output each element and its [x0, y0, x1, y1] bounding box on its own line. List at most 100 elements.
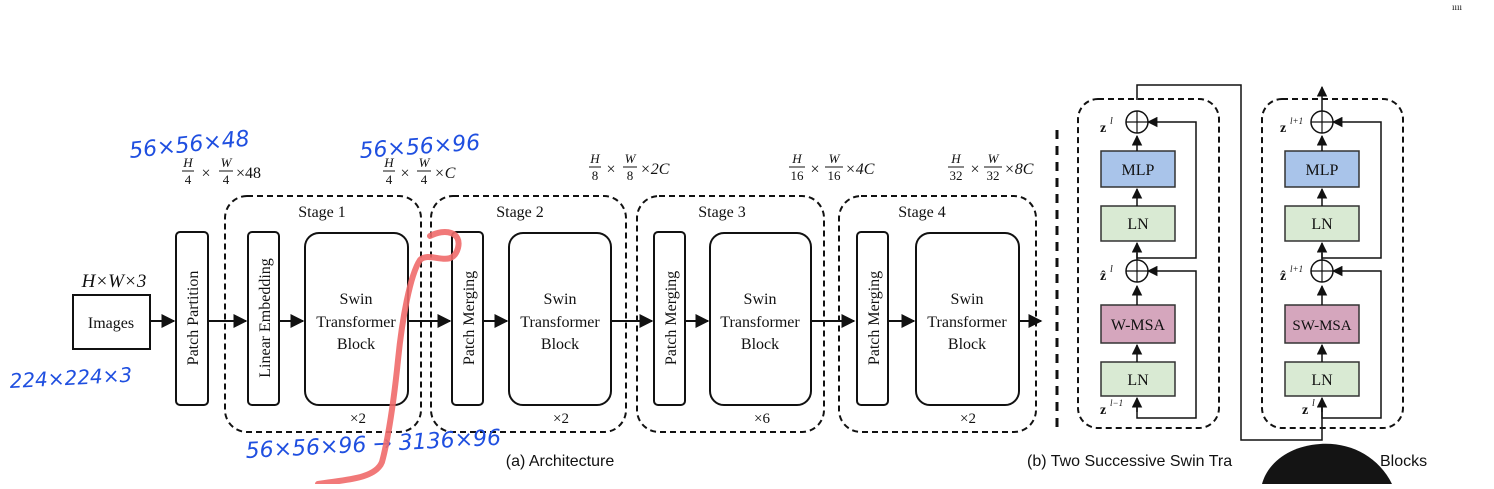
- svg-text:Swin: Swin: [544, 291, 577, 308]
- svg-text:Block: Block: [541, 336, 579, 353]
- svg-text:16: 16: [791, 168, 805, 183]
- partition-dims: H 4 × W 4 ×48: [182, 155, 261, 187]
- swin-block-2: LN SW-MSA LN MLP z l+1 ẑ l+1 z l: [1261, 85, 1404, 429]
- stage1-swin-block: [304, 232, 409, 406]
- stage3-swin-block: [709, 232, 812, 406]
- stage4-patch-merging-label: Patch Merging: [866, 271, 883, 365]
- svg-text:l: l: [1110, 116, 1113, 127]
- stage2-swin-block: [508, 232, 612, 406]
- svg-text:W: W: [625, 151, 637, 166]
- linear-embedding-label: Linear Embedding: [257, 258, 274, 378]
- svg-text:32: 32: [950, 168, 963, 183]
- svg-text:z: z: [1280, 121, 1286, 136]
- partition-dims-num1: H: [182, 155, 193, 170]
- svg-text:×: ×: [810, 161, 819, 178]
- svg-text:MLP: MLP: [1122, 162, 1155, 179]
- watermark-mark: ıııı: [1452, 2, 1463, 12]
- stage4-repeat: ×2: [960, 411, 976, 427]
- architecture-caption: (a) Architecture: [506, 453, 615, 470]
- svg-text:Swin: Swin: [951, 291, 984, 308]
- svg-text:8: 8: [592, 168, 599, 183]
- svg-text:W: W: [988, 151, 1000, 166]
- stage2-frame: [430, 195, 627, 433]
- stage1-swin-line1: Swin: [340, 291, 373, 308]
- svg-text:ẑ: ẑ: [1100, 269, 1106, 284]
- patch-partition-box: [175, 231, 209, 406]
- images-box: [72, 294, 151, 350]
- svg-text:ẑ: ẑ: [1280, 269, 1286, 284]
- block1-wmsa: [1100, 304, 1176, 344]
- presenter-silhouette: [1262, 443, 1392, 484]
- svg-text:l+1: l+1: [1290, 264, 1303, 274]
- stage2-dims: H 8 × W 8 ×2C: [589, 151, 670, 183]
- svg-text:W: W: [829, 151, 841, 166]
- partition-dims-den2: 4: [223, 172, 230, 187]
- svg-text:z: z: [1302, 403, 1308, 418]
- svg-text:4: 4: [386, 172, 393, 187]
- block-link-line: [1136, 84, 1323, 441]
- svg-text:4: 4: [421, 172, 428, 187]
- svg-text:32: 32: [987, 168, 1000, 183]
- stage1-title: Stage 1: [298, 204, 346, 221]
- svg-text:×: ×: [970, 161, 979, 178]
- stage1-frame: [224, 195, 422, 433]
- svg-text:8: 8: [627, 168, 634, 183]
- annotation-left-input: 224×224×3: [9, 363, 133, 393]
- stage3-patch-merging-label: Patch Merging: [663, 271, 680, 365]
- svg-text:Swin: Swin: [744, 291, 777, 308]
- svg-text:×8C: ×8C: [1004, 161, 1034, 178]
- annotation-bottom: 56×56×96 → 3136×96: [245, 426, 502, 464]
- svg-text:16: 16: [828, 168, 842, 183]
- partition-dims-den1: 4: [185, 172, 192, 187]
- svg-text:LN: LN: [1311, 372, 1333, 389]
- patch-partition-label: Patch Partition: [185, 271, 202, 366]
- svg-text:l: l: [1312, 398, 1315, 409]
- svg-text:z: z: [1100, 121, 1106, 136]
- stage1-swin-line2: Transformer: [316, 314, 396, 331]
- stage3-repeat: ×6: [754, 411, 770, 427]
- stage3-dims: H 16 × W 16 ×4C: [789, 151, 875, 183]
- red-pen-stroke: [315, 229, 462, 487]
- blocks-caption: (b) Two Successive Swin Tra: [1027, 453, 1232, 470]
- stage4-dims: H 32 × W 32 ×8C: [948, 151, 1034, 183]
- input-dims-label: H×W×3: [81, 271, 147, 292]
- block2-frame: [1261, 98, 1404, 429]
- stage3-frame: [636, 195, 825, 433]
- stage2-patch-merging-box: [451, 231, 484, 406]
- svg-text:×: ×: [201, 165, 210, 182]
- partition-dims-suffix: ×48: [236, 165, 261, 182]
- svg-text:Transformer: Transformer: [927, 314, 1007, 331]
- stage2-repeat: ×2: [553, 411, 569, 427]
- partition-dims-num2: W: [221, 155, 233, 170]
- stage1-repeat: ×2: [350, 411, 366, 427]
- block1-mlp: [1100, 150, 1176, 188]
- svg-text:LN: LN: [1127, 372, 1149, 389]
- svg-text:W-MSA: W-MSA: [1111, 317, 1166, 334]
- stage3-patch-merging-box: [653, 231, 686, 406]
- stage1-swin-line3: Block: [337, 336, 375, 353]
- block1-ln-bottom: [1100, 361, 1176, 397]
- stage4-patch-merging-box: [856, 231, 889, 406]
- stage4-title: Stage 4: [898, 204, 946, 221]
- images-label: Images: [88, 315, 134, 332]
- svg-text:LN: LN: [1127, 216, 1149, 233]
- svg-text:Transformer: Transformer: [720, 314, 800, 331]
- stage3-title: Stage 3: [698, 204, 746, 221]
- annotation-top-mid: 56×56×96: [359, 131, 481, 164]
- svg-text:l−1: l−1: [1110, 398, 1123, 408]
- svg-text:l: l: [1110, 264, 1113, 275]
- svg-text:z: z: [1100, 403, 1106, 418]
- svg-text:H: H: [791, 151, 802, 166]
- svg-text:×C: ×C: [434, 165, 456, 182]
- svg-text:LN: LN: [1311, 216, 1333, 233]
- svg-text:SW-MSA: SW-MSA: [1292, 318, 1351, 334]
- svg-text:×: ×: [606, 161, 615, 178]
- svg-text:×: ×: [400, 165, 409, 182]
- svg-text:MLP: MLP: [1306, 162, 1339, 179]
- block2-ln-bottom: [1284, 361, 1360, 397]
- block2-swmsa: [1284, 304, 1360, 344]
- svg-text:Block: Block: [948, 336, 986, 353]
- stage1-dims: H 4 × W 4 ×C: [383, 155, 456, 187]
